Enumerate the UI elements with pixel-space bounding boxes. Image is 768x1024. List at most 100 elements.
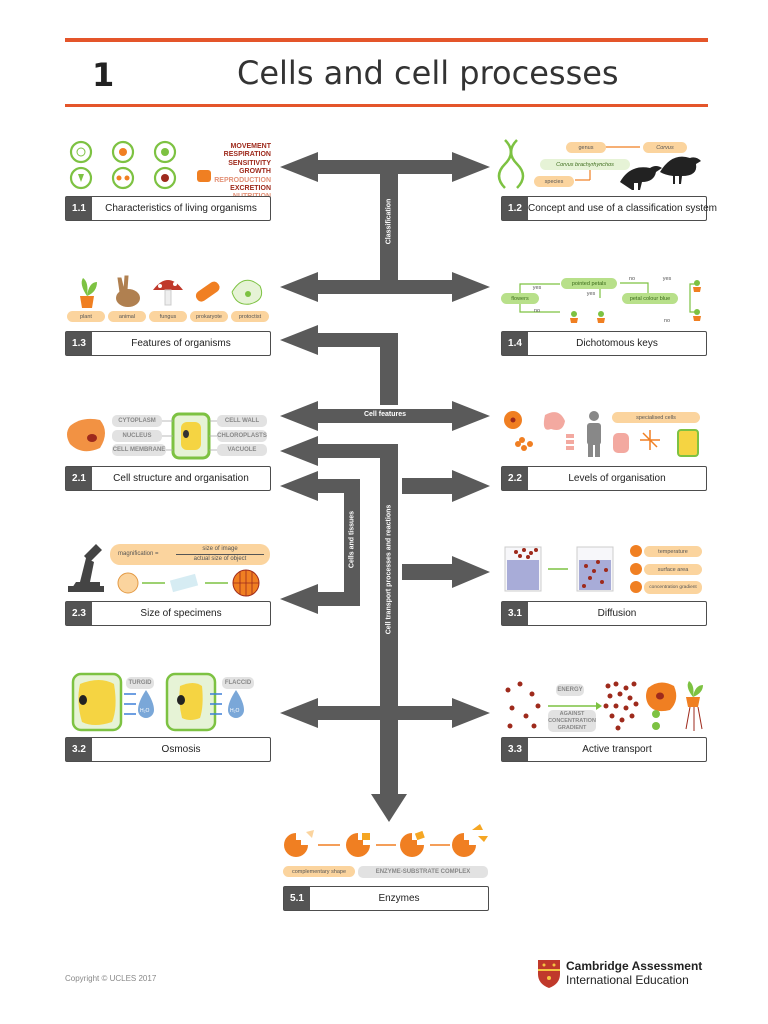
organism-plant: plant (67, 311, 105, 322)
arrow-to-3-1 (402, 556, 490, 588)
species-pill: species (534, 176, 574, 187)
topic-5-1[interactable]: 5.1 Enzymes (283, 886, 489, 911)
topic-label: Diffusion (597, 608, 637, 619)
topic-label: Levels of organisation (568, 473, 666, 484)
topic-label: Cell structure and organisation (113, 473, 249, 484)
arrow-to-2-2 (402, 470, 490, 502)
topic-label: Characteristics of living organisms (105, 203, 257, 214)
key-petal-colour: petal colour blue (622, 293, 678, 304)
topic-number: 3.2 (66, 738, 92, 761)
key-pointed-petals: pointed petals (561, 278, 617, 289)
arrow-cell-features (280, 401, 490, 431)
key-yes: yes (586, 290, 596, 297)
characteristic: EXCRETION (230, 185, 271, 193)
characteristic: SENSITIVITY GROWTH (228, 159, 271, 176)
flow-label-cell-features: Cell features (363, 411, 407, 418)
arrow-to-2-3 (280, 471, 360, 614)
topic-label: Concept and use of a classification syst… (528, 203, 717, 214)
turgid-tag: TURGID (126, 677, 154, 689)
organism-animal: animal (108, 311, 146, 322)
arrow-1-3-1-4 (280, 272, 490, 302)
topic-number: 1.1 (66, 197, 92, 220)
part-membrane: CELL MEMBRANE (112, 444, 166, 456)
topic-label: Osmosis (161, 744, 201, 755)
part-cytoplasm: CYTOPLASM (112, 415, 162, 427)
topic-3-1[interactable]: 3.1 Diffusion (501, 601, 707, 626)
top-rule (65, 38, 708, 42)
arrow-1-1-1-2 (280, 152, 490, 182)
topic-1-2[interactable]: 1.2 Concept and use of a classification … (501, 196, 717, 221)
part-chloroplasts: CHLOROPLASTS (217, 430, 267, 442)
characteristic: REPRODUCTION (214, 176, 271, 184)
topic-1-3[interactable]: 1.3 Features of organisms (65, 331, 271, 356)
organism-prokaryote: prokaryote (190, 311, 228, 322)
characteristic: MOVEMENT RESPIRATION (223, 143, 271, 159)
topic-number: 3.1 (502, 602, 528, 625)
org-name-line-1: Cambridge Assessment (566, 959, 703, 973)
key-no: no (628, 275, 636, 282)
genus-pill: genus (566, 142, 606, 153)
part-vacuole: VACUOLE (217, 444, 267, 456)
org-name-line-2: International Education (566, 973, 689, 987)
org-logo-text: Cambridge Assessment International Educa… (566, 959, 702, 987)
energy-tag: ENERGY (556, 684, 584, 696)
key-yes: yes (662, 275, 672, 282)
arrow-to-1-3 (280, 325, 398, 405)
organism-protoctist: protoctist (231, 311, 269, 322)
formula-numerator: size of image (202, 546, 238, 552)
classification-trunk (380, 170, 398, 280)
water-label: H₂O (230, 708, 240, 714)
topic-2-2[interactable]: 2.2 Levels of organisation (501, 466, 707, 491)
arrow-osmosis-active (280, 698, 490, 728)
flaccid-tag: FLACCID (222, 677, 254, 689)
topic-3-2[interactable]: 3.2 Osmosis (65, 737, 271, 762)
copyright: Copyright © UCLES 2017 (65, 974, 157, 983)
enzyme-substrate-complex-tag: ENZYME-SUBSTRATE COMPLEX (358, 866, 488, 878)
bottom-rule (65, 104, 708, 107)
topic-label: Active transport (582, 744, 652, 755)
chapter-title: Cells and cell processes (237, 54, 619, 92)
key-no: no (533, 307, 541, 314)
topic-number: 1.4 (502, 332, 528, 355)
binomial-pill: Corvus brachyrhynchos (540, 159, 630, 170)
formula-denominator: actual size of object (193, 556, 247, 562)
topic-2-3[interactable]: 2.3 Size of specimens (65, 601, 271, 626)
topic-3-3[interactable]: 3.3 Active transport (501, 737, 707, 762)
topic-1-4[interactable]: 1.4 Dichotomous keys (501, 331, 707, 356)
organism-fungus: fungus (149, 311, 187, 322)
formula-bar (176, 554, 264, 555)
key-yes: yes (532, 284, 542, 291)
key-no: no (663, 317, 671, 324)
factor-concentration: concentration gradient (644, 581, 702, 594)
topic-label: Size of specimens (140, 608, 222, 619)
topic-2-1[interactable]: 2.1 Cell structure and organisation (65, 466, 271, 491)
topic-number: 2.3 (66, 602, 92, 625)
key-flowers: flowers (501, 293, 539, 304)
topic-label: Features of organisms (131, 338, 231, 349)
topic-number: 5.1 (284, 887, 310, 910)
complementary-shape-pill: complementary shape (283, 866, 355, 877)
topic-1-1[interactable]: 1.1 Characteristics of living organisms (65, 196, 271, 221)
topic-number: 3.3 (502, 738, 528, 761)
topic-number: 1.2 (502, 197, 528, 220)
arrow-to-2-1 (280, 436, 398, 466)
corvus-pill: Corvus (643, 142, 687, 153)
topic-number: 1.3 (66, 332, 92, 355)
part-nucleus: NUCLEUS (112, 430, 162, 442)
topic-number: 2.2 (502, 467, 528, 490)
arrow-to-5-1 (371, 794, 407, 822)
chapter-number: 1 (92, 56, 115, 94)
against-gradient-tag: AGAINST CONCENTRATION GRADIENT (548, 710, 596, 732)
topic-label: Enzymes (378, 893, 420, 904)
